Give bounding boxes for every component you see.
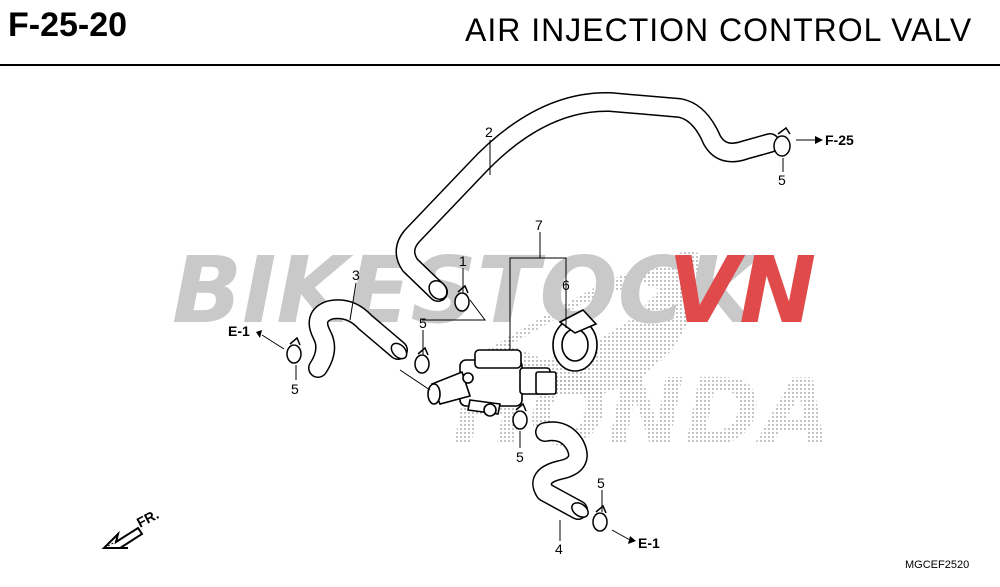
callout-2: 2 bbox=[485, 124, 493, 140]
diagram-title: AIR INJECTION CONTROL VALV bbox=[465, 12, 973, 48]
reference-e1-left: E-1 bbox=[228, 323, 250, 339]
callout-1: 1 bbox=[459, 253, 467, 269]
watermark-text-accent: VN bbox=[668, 237, 816, 344]
diagram-reference-code: MGCEF2520 bbox=[905, 559, 969, 571]
callout-5-lower: 5 bbox=[516, 449, 524, 465]
leader-lines bbox=[261, 139, 815, 541]
hose-4 bbox=[532, 421, 589, 520]
front-direction-arrow: FR. bbox=[101, 506, 161, 549]
diagram-code-title: F-25-20 bbox=[8, 6, 128, 44]
valve-bracket-6 bbox=[552, 309, 598, 372]
callout-5-bottom: 5 bbox=[597, 475, 605, 491]
callout-5-top-right: 5 bbox=[778, 172, 786, 188]
reference-f25: F-25 bbox=[825, 132, 854, 148]
hose-2 bbox=[395, 91, 780, 302]
reference-e1-bottom: E-1 bbox=[638, 535, 660, 551]
hose-clip-group bbox=[286, 126, 791, 532]
callout-3: 3 bbox=[352, 267, 360, 283]
hose-3 bbox=[308, 299, 408, 378]
callout-4: 4 bbox=[555, 541, 563, 557]
header-divider bbox=[0, 64, 1000, 66]
callout-7: 7 bbox=[535, 217, 543, 233]
control-valve-assembly bbox=[427, 349, 557, 417]
callout-5-left: 5 bbox=[291, 381, 299, 397]
callout-5-center: 5 bbox=[419, 315, 427, 331]
reference-arrowheads bbox=[256, 136, 823, 544]
callout-6: 6 bbox=[562, 277, 570, 293]
